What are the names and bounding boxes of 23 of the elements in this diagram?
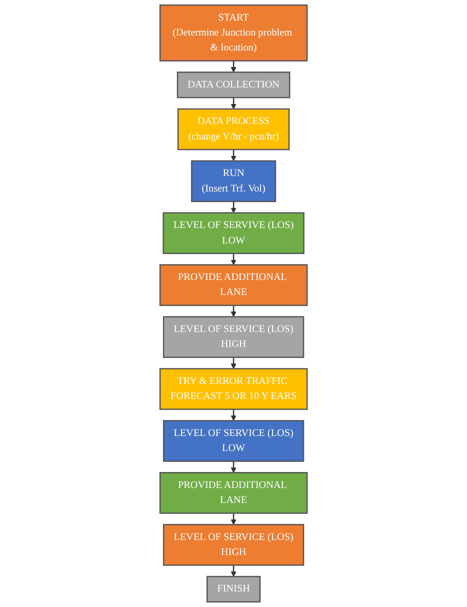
arrow [230,409,236,421]
arrow [230,150,236,162]
node-box: TRY & ERROR TRAFFIC FORECAST 5 OR 10 Y EARS [159,368,308,410]
node-box: LEVEL OF SERVICE (LOS) HIGH [162,316,304,358]
node-box: DATA COLLECTION [176,72,290,98]
node-box: LEVEL OF SERVICE (LOS) LOW [162,420,304,462]
node-box: DATA PROCESS (change V/hr - pcu/hr) [177,108,290,150]
arrow [230,202,236,214]
node-box: LEVEL OF SERVIVE (LOS) LOW [162,212,304,254]
arrow [230,461,236,473]
node-box: LEVEL OF SERVICE (LOS) HIGH [162,524,304,566]
node-box: RUN (Insert Trf. Vol) [190,160,276,202]
arrow [230,565,236,577]
arrow [230,513,236,525]
arrow [230,305,236,318]
node-box: FINISH [206,576,261,603]
arrow [230,253,236,266]
arrow [230,357,236,369]
arrow [230,98,236,110]
arrow [230,60,236,72]
node-box: PROVIDE ADDITIONAL LANE [159,264,308,306]
node-box: START (Determine Junction problem & location) [159,4,308,62]
node-box: PROVIDE ADDITIONAL LANE [159,472,308,514]
